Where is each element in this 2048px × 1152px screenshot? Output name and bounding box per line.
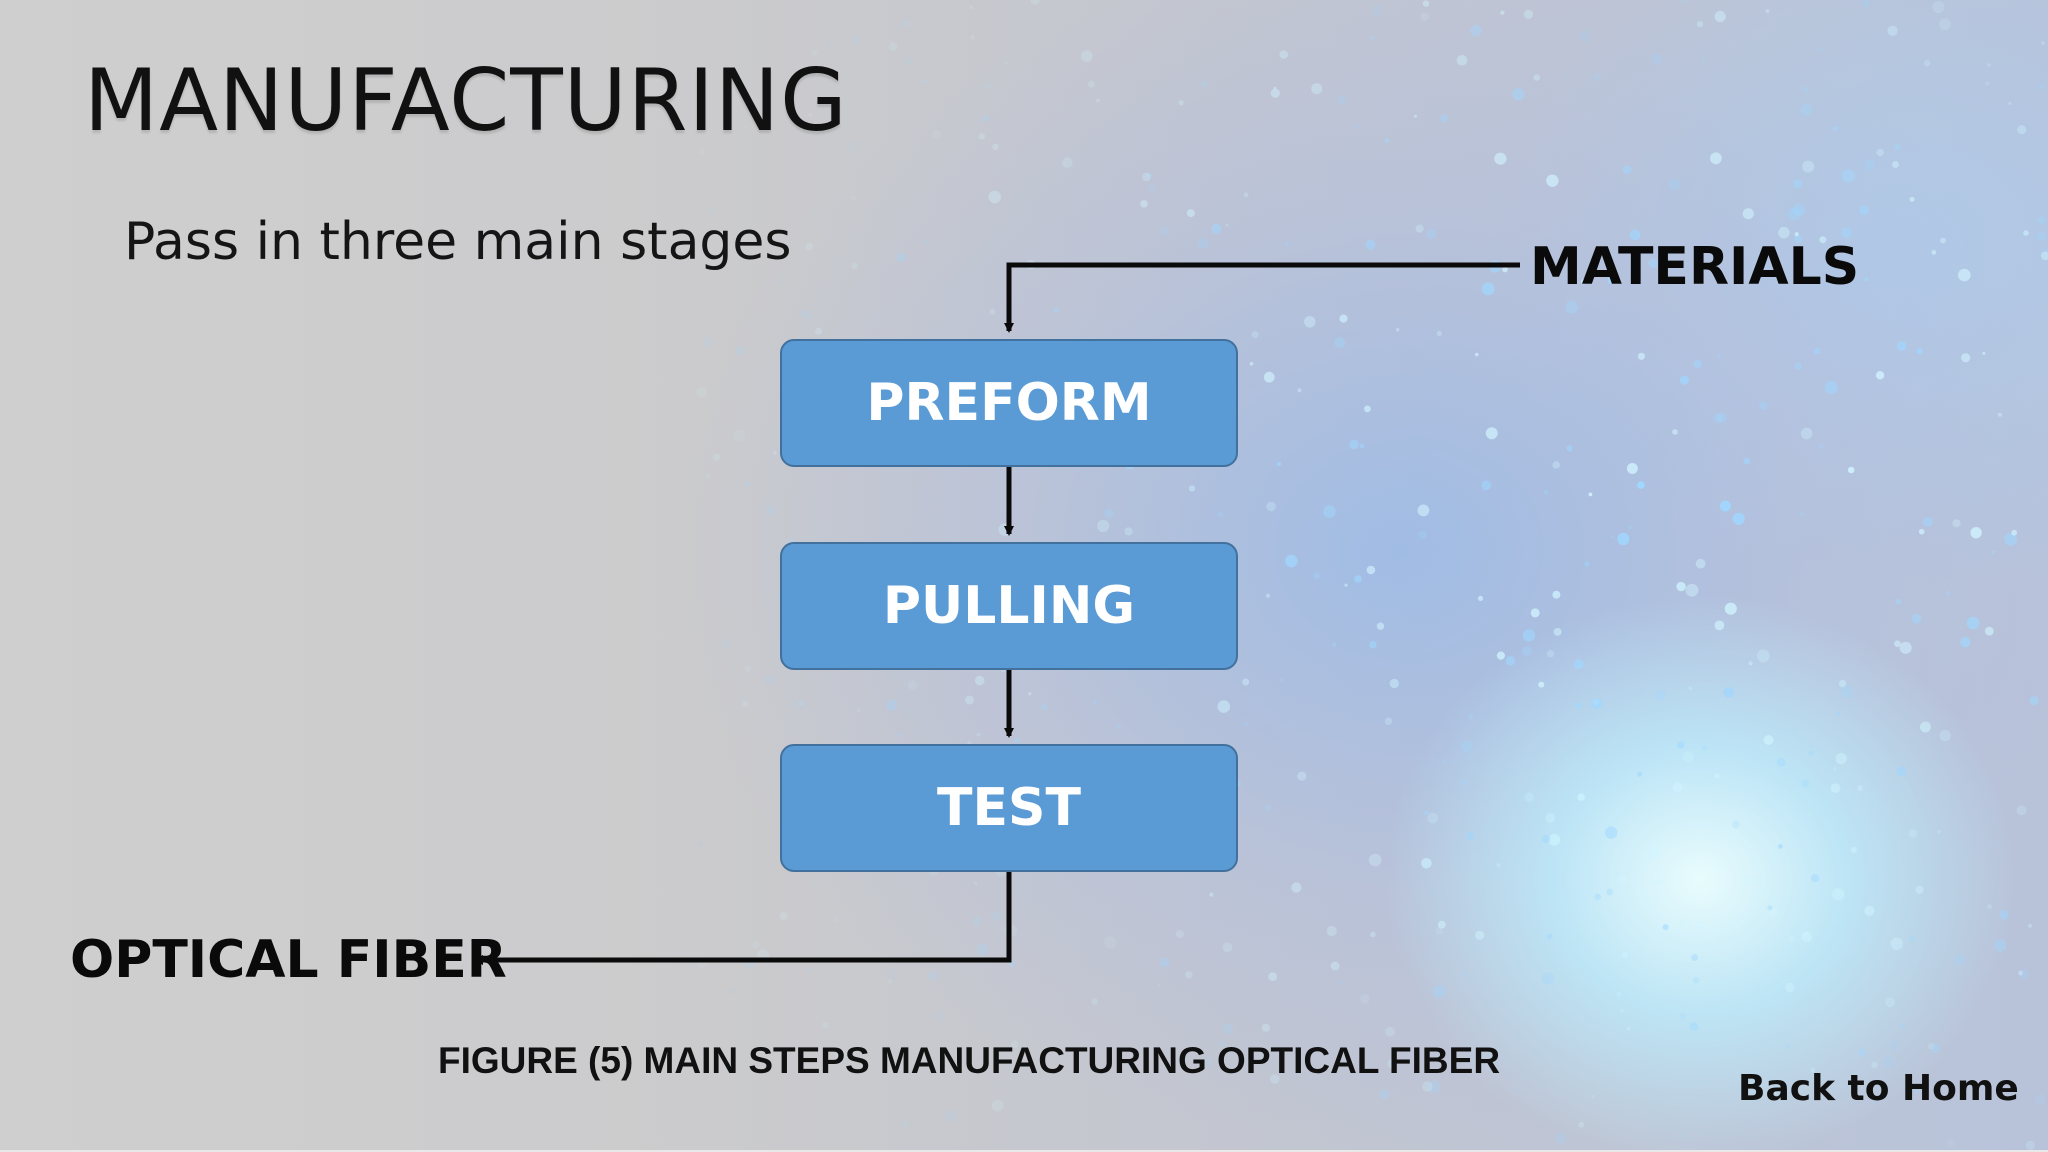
materials-to-preform-arrow: [1004, 262, 1520, 333]
stage-label: TEST: [937, 778, 1081, 838]
test-to-optical-fiber-arrow: [473, 872, 1012, 965]
figure-caption: FIGURE (5) MAIN STEPS MANUFACTURING OPTI…: [438, 1040, 1501, 1081]
stage-pulling: PULLING: [780, 542, 1238, 670]
optical-fiber-label: OPTICAL FIBER: [70, 930, 507, 990]
page-title: MANUFACTURING: [84, 51, 848, 151]
stage-test: TEST: [780, 744, 1238, 872]
stage-label: PULLING: [882, 576, 1136, 636]
slide-bottom-edge: [0, 1150, 2048, 1152]
back-to-home-link[interactable]: Back to Home: [1738, 1068, 2019, 1109]
stage-preform: PREFORM: [780, 339, 1238, 467]
stage-label: PREFORM: [866, 373, 1152, 433]
materials-label: MATERIALS: [1530, 237, 1860, 297]
subtitle: Pass in three main stages: [124, 212, 792, 272]
